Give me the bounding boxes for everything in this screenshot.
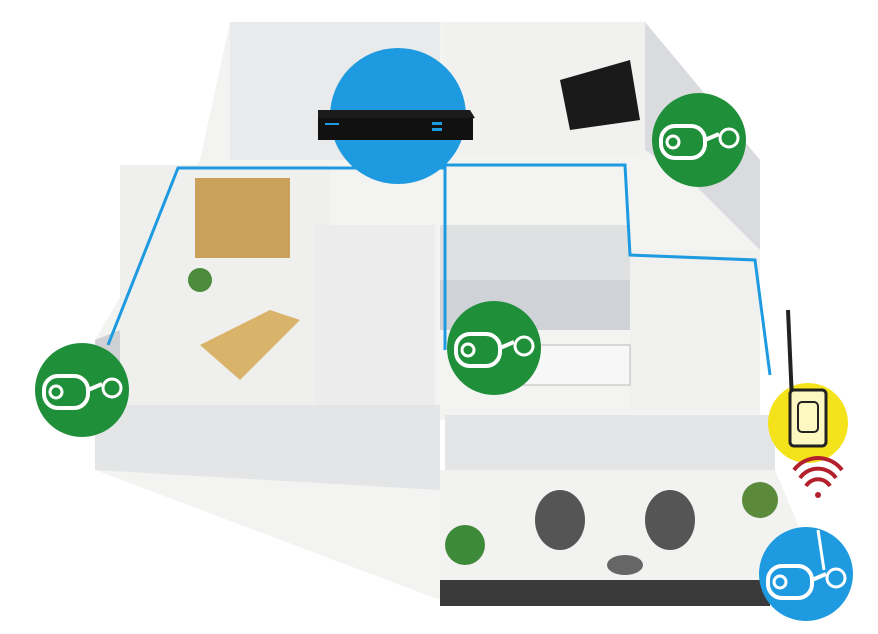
camera-badge-left xyxy=(35,343,129,437)
camera-badge-top-right xyxy=(652,93,746,187)
wifi-repeater-badge xyxy=(768,309,848,463)
security-camera-icon xyxy=(454,332,535,368)
security-camera-icon xyxy=(42,374,123,410)
wifi-signal-icon xyxy=(792,456,844,498)
security-camera-icon xyxy=(659,124,740,160)
network-cable xyxy=(106,163,772,376)
wireless-camera-icon xyxy=(766,529,847,600)
camera-badge-center xyxy=(447,301,541,395)
nvr-badge xyxy=(318,48,475,184)
wifi-repeater-icon xyxy=(786,309,828,448)
wireless-camera-badge xyxy=(759,527,853,621)
nvr-recorder-icon xyxy=(318,110,475,140)
